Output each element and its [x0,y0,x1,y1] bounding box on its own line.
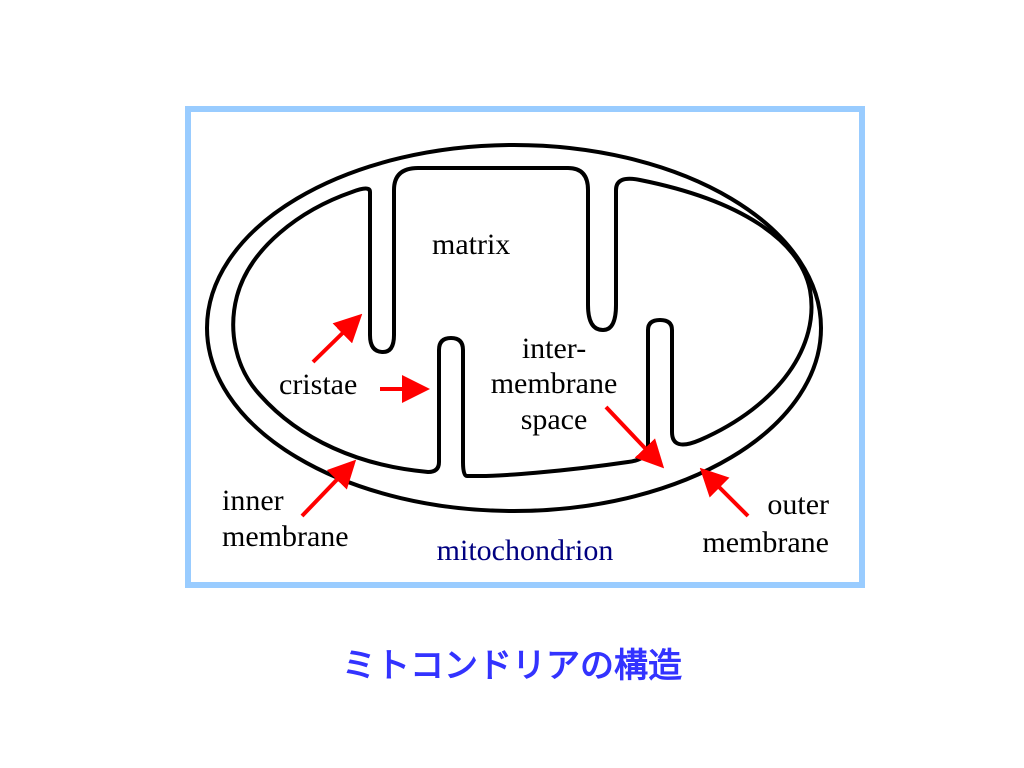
diagram-frame [185,106,865,588]
outer-membrane-shape [205,143,823,513]
inner-membrane-label-line1: inner [222,484,284,517]
cristae-label: cristae [279,368,357,401]
intermembrane-label-line2: membrane [491,367,618,400]
page-caption: ミトコンドリアの構造 [342,646,682,686]
outer-membrane-label-line2: membrane [702,526,829,559]
outer-membrane-label-line1: outer [767,488,829,521]
inner-membrane-shape [231,166,814,478]
inner-membrane-label-line2: membrane [222,520,349,553]
outer-membrane-arrow [699,467,750,518]
mitochondrion-label: mitochondrion [437,534,614,567]
matrix-label: matrix [432,228,510,261]
intermembrane-space-arrow [604,405,665,469]
intermembrane-label-line1: inter- [522,332,586,365]
intermembrane-label-line3: space [521,403,588,436]
inner-membrane-arrow [300,459,357,518]
cristae-upper-arrow [311,313,363,364]
